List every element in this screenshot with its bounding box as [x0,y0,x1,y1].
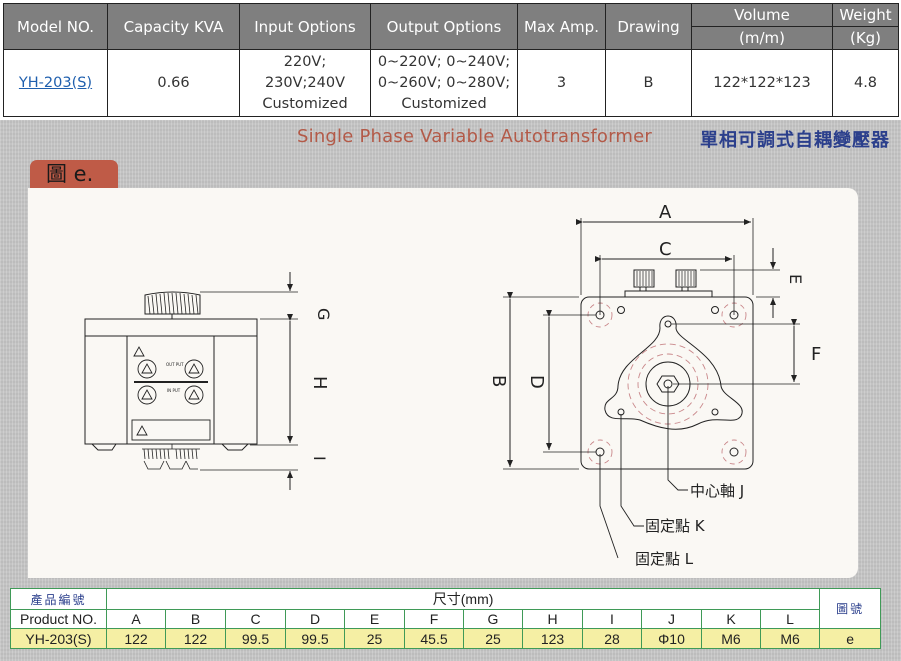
cell-weight: 4.8 [832,49,899,117]
figure-tag: 圖 e. [30,160,118,188]
cell-capacity: 0.66 [107,49,240,117]
col-header: I [582,609,642,629]
table-row: YH-203(S) 0.66 220V; 230V;240V Customize… [3,49,899,117]
figure-label: 圖號 [819,588,882,629]
col-header: H [522,609,583,629]
cell-value: 123 [522,628,583,649]
cell-max-amp: 3 [517,49,606,117]
col-header: L [759,609,821,629]
svg-text:IN PUT: IN PUT [167,388,181,393]
product-label-zh: 產品編號 [10,588,107,610]
cell-value: Φ10 [641,628,702,649]
header-output: Output Options [370,3,518,50]
cell-drawing: B [605,49,692,117]
header-max-amp: Max Amp. [517,3,606,50]
dimensions-table: 產品編號 尺寸(mm) 圖號 Product NO. A B C D E F G… [10,588,882,649]
cell-value: 99.5 [225,628,286,649]
header-input: Input Options [239,3,371,50]
cell-value: 45.5 [404,628,464,649]
input-line: 230V;240V [264,74,346,91]
spec-table: Model NO. Capacity KVA Input Options Out… [3,3,899,117]
dim-label-i: I [310,456,329,461]
callout-fixing-point-k: 固定點 K [645,517,706,535]
output-line: Customized [401,95,487,112]
cell-product: YH-203(S) [10,628,107,649]
dim-label-c: C [659,239,672,260]
cell-value: 122 [165,628,226,649]
output-line: 0~260V; 0~280V; [377,74,511,91]
cell-output: 0~220V; 0~240V; 0~260V; 0~280V; Customiz… [370,49,518,117]
col-header: A [106,609,166,629]
drawing-panel: OUT PUT IN PUT [28,188,858,578]
header-weight-unit: (Kg) [832,26,899,50]
input-line: Customized [262,95,348,112]
dim-label-f: F [811,344,821,365]
dim-label-h: H [309,376,330,390]
header-volume: Volume [691,3,833,27]
header-volume-unit: (m/m) [691,26,833,50]
svg-text:OUT PUT: OUT PUT [166,362,184,367]
dim-label-e: E [786,274,805,284]
col-header: C [225,609,286,629]
dim-label-g: G [314,308,333,320]
col-header: E [344,609,405,629]
cell-value: 122 [106,628,166,649]
cell-value: 25 [344,628,405,649]
callout-fixing-point-l: 固定點 L [635,550,694,568]
cell-volume: 122*122*123 [691,49,833,117]
cell-input: 220V; 230V;240V Customized [239,49,371,117]
output-line: 0~220V; 0~240V; [377,53,511,70]
input-line: 220V; [283,53,327,70]
cell-value: M6 [701,628,761,649]
front-view: A C E F B D [488,202,821,568]
dim-label-d: D [526,375,547,389]
cell-value: 28 [582,628,642,649]
model-link[interactable]: YH-203(S) [18,74,93,91]
col-header: J [641,609,702,629]
callout-center-shaft: 中心軸 J [690,482,744,500]
col-header: D [285,609,345,629]
col-header: K [701,609,761,629]
product-label-en: Product NO. [10,609,107,629]
cell-value: 99.5 [285,628,345,649]
cell-value: 25 [463,628,523,649]
header-drawing: Drawing [605,3,692,50]
header-capacity: Capacity KVA [107,3,240,50]
side-view: OUT PUT IN PUT [84,272,333,490]
cell-figure: e [819,628,882,649]
cell-model: YH-203(S) [3,49,108,117]
title-chinese: 單相可調式自耦變壓器 [700,130,890,151]
dim-label-a: A [659,202,672,223]
table-row: YH-203(S) 122 122 99.5 99.5 25 45.5 25 1… [10,628,882,649]
col-header: B [165,609,226,629]
dims-label-text: 尺寸(mm) [432,591,494,607]
col-header: G [463,609,523,629]
dims-label: 尺寸(mm) [105,588,821,610]
col-header: F [404,609,464,629]
title-english: Single Phase Variable Autotransformer [297,126,653,147]
header-model: Model NO. [3,3,108,50]
header-weight: Weight [832,3,899,27]
dim-label-b: B [488,375,509,387]
cell-value: M6 [759,628,821,649]
technical-drawing: OUT PUT IN PUT [84,202,821,568]
